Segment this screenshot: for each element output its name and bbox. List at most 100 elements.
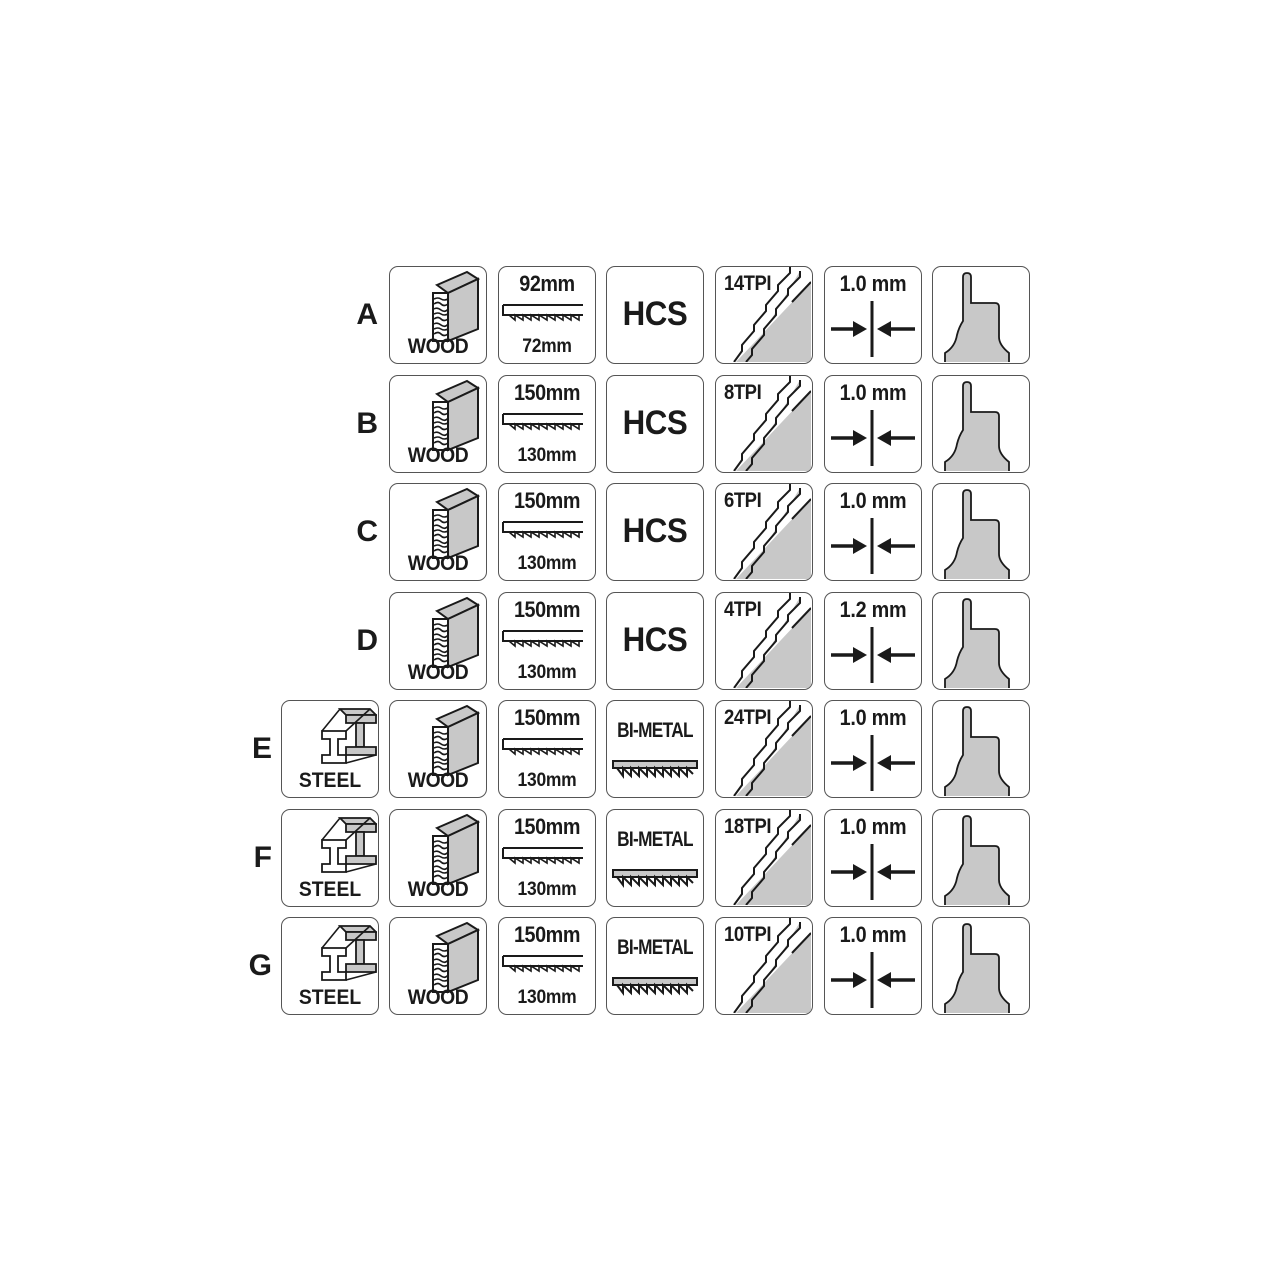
wood-plank-icon bbox=[432, 704, 481, 777]
blade-length-icon bbox=[502, 955, 583, 973]
material-label: BI-METAL bbox=[617, 828, 693, 851]
thickness-arrows-icon bbox=[831, 952, 915, 1008]
length-tile: 150mm 130mm bbox=[498, 700, 596, 798]
working-length: 130mm bbox=[517, 662, 577, 683]
t-shank-icon bbox=[944, 272, 1010, 362]
material-tile: HCS bbox=[606, 375, 704, 473]
t-shank-icon bbox=[944, 923, 1010, 1013]
wood-label: WOOD bbox=[407, 878, 469, 901]
tpi-label: 14TPI bbox=[724, 272, 772, 295]
wood-tile: WOOD bbox=[389, 483, 487, 581]
thickness-arrows-icon bbox=[831, 844, 915, 900]
blade-length-icon bbox=[502, 630, 583, 648]
shank-tile bbox=[932, 809, 1030, 907]
material-label: BI-METAL bbox=[617, 936, 693, 959]
t-shank-icon bbox=[944, 815, 1010, 905]
t-shank-icon bbox=[944, 598, 1010, 688]
blade-length-icon bbox=[502, 847, 583, 865]
thickness-label: 1.0 mm bbox=[839, 380, 907, 405]
blade-teeth-icon bbox=[733, 267, 811, 362]
thickness-arrows-icon bbox=[831, 410, 915, 466]
wood-tile: WOOD bbox=[389, 375, 487, 473]
total-length: 150mm bbox=[513, 380, 581, 405]
blade-teeth-icon bbox=[733, 484, 811, 579]
steel-i-beam-icon bbox=[321, 925, 377, 981]
material-tile: HCS bbox=[606, 266, 704, 364]
wood-label: WOOD bbox=[407, 444, 469, 467]
thickness-arrows-icon bbox=[831, 627, 915, 683]
length-tile: 150mm 130mm bbox=[498, 483, 596, 581]
tpi-tile: 14TPI bbox=[715, 266, 813, 364]
working-length: 130mm bbox=[517, 770, 577, 791]
thickness-tile: 1.0 mm bbox=[824, 700, 922, 798]
tpi-label: 24TPI bbox=[724, 706, 772, 729]
total-length: 150mm bbox=[513, 814, 581, 839]
total-length: 150mm bbox=[513, 922, 581, 947]
t-shank-icon bbox=[944, 381, 1010, 471]
row-label: C bbox=[356, 515, 378, 548]
row-label: D bbox=[356, 624, 378, 657]
row-label: B bbox=[356, 407, 378, 440]
thickness-tile: 1.0 mm bbox=[824, 809, 922, 907]
working-length: 72mm bbox=[522, 336, 572, 357]
wood-label: WOOD bbox=[407, 335, 469, 358]
thickness-tile: 1.0 mm bbox=[824, 375, 922, 473]
bimetal-blade-icon bbox=[612, 760, 698, 779]
wood-tile: WOOD bbox=[389, 700, 487, 798]
t-shank-icon bbox=[944, 489, 1010, 579]
shank-tile bbox=[932, 700, 1030, 798]
steel-tile: STEEL bbox=[281, 700, 379, 798]
wood-label: WOOD bbox=[407, 769, 469, 792]
tpi-tile: 18TPI bbox=[715, 809, 813, 907]
wood-label: WOOD bbox=[407, 661, 469, 684]
wood-plank-icon bbox=[432, 813, 481, 886]
total-length: 150mm bbox=[513, 705, 581, 730]
wood-tile: WOOD bbox=[389, 592, 487, 690]
steel-tile: STEEL bbox=[281, 809, 379, 907]
working-length: 130mm bbox=[517, 553, 577, 574]
steel-label: STEEL bbox=[298, 769, 362, 792]
t-shank-icon bbox=[944, 706, 1010, 796]
thickness-arrows-icon bbox=[831, 518, 915, 574]
blade-length-icon bbox=[502, 304, 583, 322]
blade-length-icon bbox=[502, 738, 583, 756]
thickness-label: 1.0 mm bbox=[839, 271, 907, 296]
material-tile: BI-METAL bbox=[606, 917, 704, 1015]
steel-label: STEEL bbox=[298, 878, 362, 901]
row-label: A bbox=[356, 298, 378, 331]
steel-tile: STEEL bbox=[281, 917, 379, 1015]
material-label: HCS bbox=[622, 404, 688, 442]
material-label: BI-METAL bbox=[617, 719, 693, 742]
row-label: F bbox=[253, 841, 272, 874]
blade-teeth-icon bbox=[733, 593, 811, 688]
thickness-label: 1.0 mm bbox=[839, 488, 907, 513]
shank-tile bbox=[932, 592, 1030, 690]
wood-plank-icon bbox=[432, 379, 481, 452]
tpi-label: 8TPI bbox=[724, 381, 762, 404]
tpi-tile: 24TPI bbox=[715, 700, 813, 798]
blade-length-icon bbox=[502, 521, 583, 539]
total-length: 150mm bbox=[513, 488, 581, 513]
tpi-tile: 6TPI bbox=[715, 483, 813, 581]
wood-label: WOOD bbox=[407, 552, 469, 575]
thickness-label: 1.2 mm bbox=[839, 597, 907, 622]
shank-tile bbox=[932, 375, 1030, 473]
working-length: 130mm bbox=[517, 987, 577, 1008]
wood-tile: WOOD bbox=[389, 917, 487, 1015]
shank-tile bbox=[932, 266, 1030, 364]
material-tile: BI-METAL bbox=[606, 700, 704, 798]
row-label: G bbox=[248, 949, 272, 982]
steel-label: STEEL bbox=[298, 986, 362, 1009]
thickness-tile: 1.0 mm bbox=[824, 483, 922, 581]
wood-plank-icon bbox=[432, 270, 481, 343]
thickness-tile: 1.0 mm bbox=[824, 266, 922, 364]
thickness-arrows-icon bbox=[831, 301, 915, 357]
